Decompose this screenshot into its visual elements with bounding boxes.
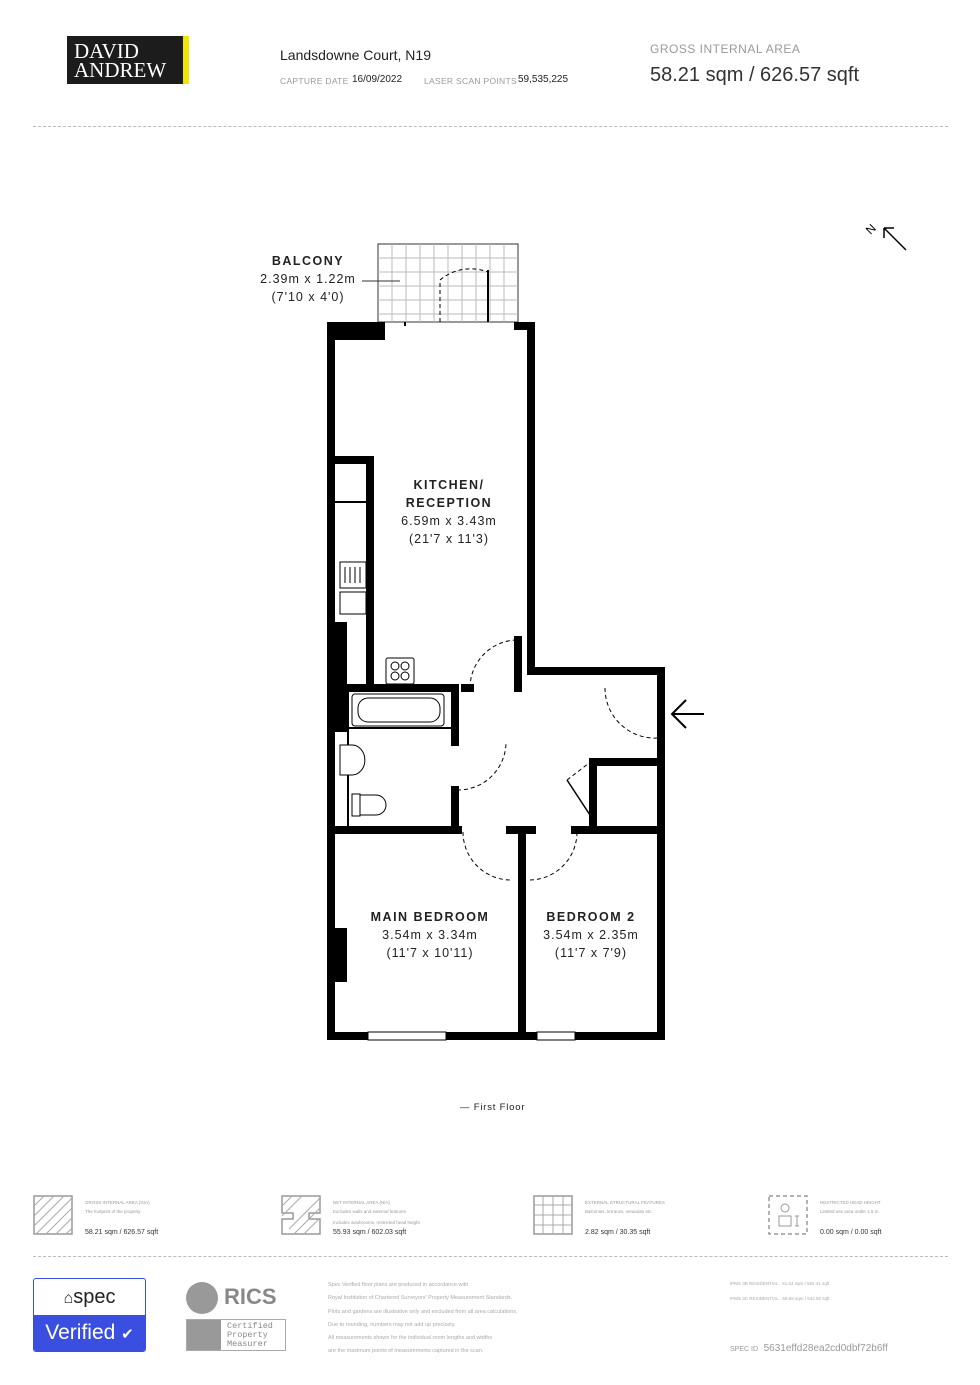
spec-id-label: SPEC ID <box>730 1346 759 1353</box>
compass-icon: N <box>863 221 907 251</box>
spec-house-icon: ⌂ <box>63 1290 74 1307</box>
spec-verified-label: Verified <box>45 1321 116 1344</box>
hob-icon <box>385 657 415 685</box>
room-kitchen-reception: KITCHEN/ RECEPTION 6.59m x 3.43m (21'7 x… <box>401 476 497 548</box>
room-name: RECEPTION <box>405 496 493 510</box>
cupboard-door <box>566 779 591 816</box>
divider <box>33 126 948 127</box>
spec-brand: spec <box>73 1286 116 1308</box>
david-andrew-logo: DAVID ANDREW <box>67 36 189 84</box>
wall-thick-segments <box>327 322 385 982</box>
disclaimer-line: Spec Verified floor plans are produced i… <box>328 1282 469 1288</box>
room-name: BALCONY <box>271 254 345 268</box>
disclaimer: Spec Verified floor plans are produced i… <box>328 1279 518 1359</box>
disclaimer-line: Due to rounding, numbers may not add up … <box>328 1321 456 1328</box>
disclaimer-line: All measurements shown for the individua… <box>328 1335 493 1342</box>
rics-logo: RICS Certified Property Measurer <box>186 1280 288 1352</box>
legend-desc: Balconies, terraces, verandas etc. <box>585 1209 653 1214</box>
disclaimer-line: are the maximum points of measurements c… <box>328 1348 484 1355</box>
check-circle-icon: ✔ <box>121 1326 134 1343</box>
entrance-arrow-icon <box>670 699 704 729</box>
legend-desc: The footprint of the property <box>85 1209 141 1214</box>
legend-value: 2.82 sqm / 30.35 sqft <box>585 1229 651 1236</box>
toilet-icon <box>359 794 387 816</box>
legend-title: GROSS INTERNAL AREA (GIA) <box>85 1200 150 1205</box>
legend-desc: Includes washrooms, restricted head heig… <box>333 1220 420 1225</box>
legend-desc: Excludes walls and external features <box>333 1209 407 1214</box>
room-bedroom-2: BEDROOM 2 3.54m x 2.35m (11'7 x 7'9) <box>543 908 639 962</box>
rics-certified-label: Certified Property Measurer <box>227 1321 273 1349</box>
hatched-rooms-icon <box>281 1195 321 1235</box>
logo-line: ANDREW <box>74 58 167 82</box>
sink-icon <box>339 561 367 589</box>
ipms-value: 59.69 sqm / 642.50 sqft <box>782 1296 830 1301</box>
room-name: MAIN BEDROOM <box>370 910 490 924</box>
floor-plan: N <box>327 221 907 1041</box>
thin-walls <box>335 270 489 830</box>
ipms-3c: IPMS 3C RESIDENTIAL 59.69 sqm / 642.50 s… <box>730 1296 830 1301</box>
ipms-3b: IPMS 3B RESIDENTIAL 61.54 sqm / 662.41 s… <box>730 1281 829 1286</box>
room-size-imperial: (7'10 x 4'0) <box>271 290 345 304</box>
floor-label: — First Floor <box>460 1102 526 1113</box>
property-address: Landsdowne Court, N19 <box>280 47 431 63</box>
spec-id: SPEC ID 5631effd28ea2cd0dbf72b6ff <box>730 1343 888 1354</box>
basin-icon <box>339 744 366 776</box>
hatched-square-icon <box>33 1195 73 1235</box>
rics-lion-icon <box>186 1282 218 1314</box>
room-size-imperial: (11'7 x 7'9) <box>554 946 628 960</box>
room-size-imperial: (11'7 x 10'11) <box>386 946 474 960</box>
logo-line: DAVID <box>74 39 139 63</box>
gia-label: GROSS INTERNAL AREA <box>650 42 801 56</box>
disclaimer-line: Plots and gardens are illustrative only … <box>328 1308 518 1315</box>
legend-value: 58.21 sqm / 626.57 sqft <box>85 1229 159 1236</box>
ipms-label: IPMS 3C RESIDENTIAL <box>730 1296 779 1301</box>
capture-date-label: CAPTURE DATE <box>280 76 349 86</box>
fixtures <box>339 561 445 817</box>
spec-verified-badge: ⌂spec Verified ✔ <box>33 1278 146 1352</box>
balcony <box>377 243 519 323</box>
divider <box>33 1256 948 1257</box>
room-size-metric: 3.54m x 3.34m <box>382 928 478 942</box>
room-size-metric: 6.59m x 3.43m <box>401 514 497 528</box>
grid-icon <box>533 1195 573 1235</box>
legend-value: 55.93 sqm / 602.03 sqft <box>333 1229 407 1236</box>
rics-wordmark: RICS <box>224 1284 277 1309</box>
room-balcony: BALCONY 2.39m x 1.22m (7'10 x 4'0) <box>260 252 356 306</box>
compass-north-label: N <box>863 221 879 237</box>
gia-value: 58.21 sqm / 626.57 sqft <box>650 64 860 86</box>
ipms-value: 61.54 sqm / 662.41 sqft <box>782 1281 830 1286</box>
door-swings <box>439 268 659 881</box>
legend-title: EXTERNAL STRUCTURAL FEATURES <box>585 1200 665 1205</box>
scan-points-label: LASER SCAN POINTS <box>424 76 517 86</box>
legend-desc: Limited use area under 1.5 m <box>820 1209 879 1214</box>
walls <box>327 322 665 1040</box>
room-size-imperial: (21'7 x 11'3) <box>408 532 490 546</box>
room-size-metric: 2.39m x 1.22m <box>260 272 356 286</box>
disclaimer-line: Royal Institution of Chartered Surveyors… <box>328 1295 513 1302</box>
capture-date: 16/09/2022 <box>352 74 403 85</box>
legend-title: NET INTERNAL AREA (NIA) <box>333 1200 391 1205</box>
scan-points: 59,535,225 <box>518 74 569 85</box>
legend-title: RESTRICTED HEAD HEIGHT <box>820 1200 881 1205</box>
spec-id-value: 5631effd28ea2cd0dbf72b6ff <box>763 1343 888 1354</box>
room-main-bedroom: MAIN BEDROOM 3.54m x 3.34m (11'7 x 10'11… <box>371 908 490 962</box>
legend-value: 0.00 sqm / 0.00 sqft <box>820 1229 882 1236</box>
room-name: KITCHEN/ <box>413 478 485 492</box>
ipms-label: IPMS 3B RESIDENTIAL <box>730 1281 779 1286</box>
person-height-icon <box>768 1195 808 1235</box>
windows <box>367 1031 576 1041</box>
room-name: BEDROOM 2 <box>546 910 636 924</box>
room-size-metric: 3.54m x 2.35m <box>543 928 639 942</box>
